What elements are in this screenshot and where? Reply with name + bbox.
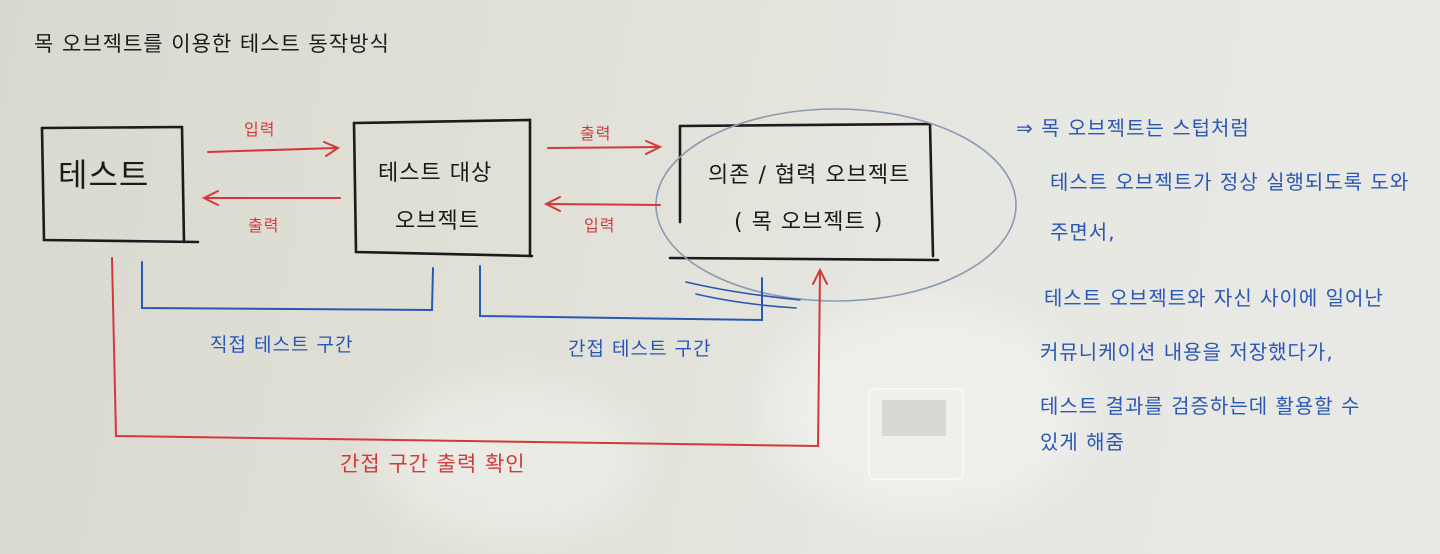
indirect-extra-stroke (685, 281, 801, 301)
note-line: 주면서, (1050, 220, 1116, 244)
direct-test-range-bracket (141, 261, 434, 312)
board-glare (760, 300, 1080, 520)
output-label-target-to-test: 출력 (248, 216, 280, 235)
input-arrow-dependency-to-target (543, 196, 661, 212)
direct-test-range-label: 직접 테스트 구간 (210, 334, 354, 356)
note-line: 테스트 오브젝트와 자신 사이에 일어난 (1044, 286, 1384, 310)
input-label-test-to-target: 입력 (244, 120, 276, 139)
dependency-object-box (668, 122, 940, 262)
input-label-dependency-to-target: 입력 (584, 216, 616, 235)
note-line: ⇒ 목 오브젝트는 스텁처럼 (1016, 116, 1250, 140)
diagram-title: 목 오브젝트를 이용한 테스트 동작방식 (34, 32, 390, 56)
indirect-output-bracket (111, 257, 828, 448)
note-line: 있게 해줌 (1040, 430, 1125, 454)
note-line: 커뮤니케이션 내용을 저장했다가, (1040, 340, 1334, 364)
wall-plate (868, 388, 964, 480)
indirect-extra-stroke (695, 293, 797, 309)
note-line: 테스트 결과를 검증하는데 활용할 수 (1040, 394, 1361, 418)
dependency-object-label-line2: ( 목 오브젝트 ) (734, 210, 884, 235)
test-box-label: 테스트 (58, 156, 150, 194)
test-box (40, 125, 200, 244)
target-object-box (352, 118, 534, 258)
target-object-label-line1: 테스트 대상 (378, 161, 493, 186)
indirect-test-range-bracket (479, 265, 763, 322)
dependency-object-label-line1: 의존 / 협력 오브젝트 (708, 163, 911, 188)
note-line: 테스트 오브젝트가 정상 실행되도록 도와 (1050, 170, 1410, 194)
output-arrow-target-to-test (201, 190, 341, 206)
indirect-test-range-label: 간접 테스트 구간 (568, 338, 712, 360)
indirect-output-check-label: 간접 구간 출력 확인 (340, 452, 526, 476)
input-arrow-test-to-target (207, 141, 341, 157)
output-arrow-target-to-dependency (547, 140, 663, 155)
output-label-target-to-dependency: 출력 (580, 124, 612, 143)
board-glare (380, 380, 640, 540)
target-object-label-line2: 오브젝트 (395, 209, 480, 234)
wall-plate-screen (882, 400, 946, 436)
